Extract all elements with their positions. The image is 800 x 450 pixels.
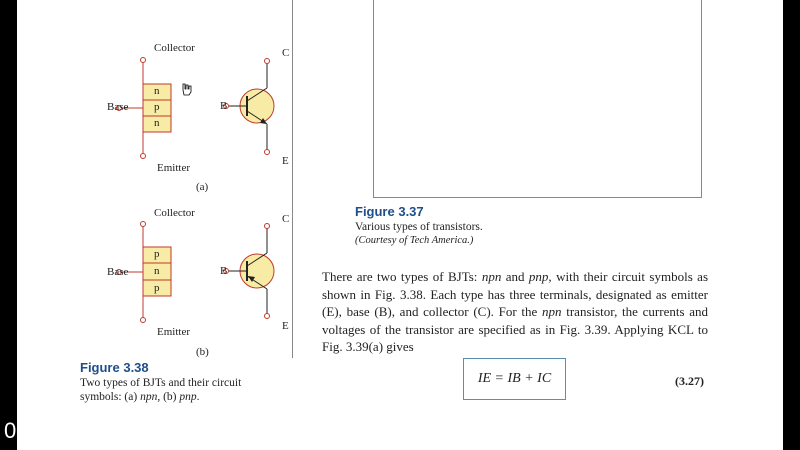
equation-box: IE = IB + IC — [463, 358, 566, 400]
layer-top-b: p — [154, 248, 160, 260]
hand-cursor-icon — [182, 83, 192, 96]
figure-3-38-title: Figure 3.38 — [80, 360, 149, 375]
collector-label-b: Collector — [154, 207, 195, 219]
layer-bot-a: n — [154, 117, 160, 129]
layer-mid-a: p — [154, 101, 160, 113]
emitter-label-a: Emitter — [157, 162, 190, 174]
layer-top-a: n — [154, 85, 160, 97]
layer-mid-b: n — [154, 265, 160, 277]
para-part: There are two types of BJTs: — [322, 269, 482, 284]
base-label-a: Base — [107, 101, 129, 113]
layer-bot-b: p — [154, 282, 160, 294]
caption-pnp: pnp — [179, 391, 197, 403]
subfigure-a-label: (a) — [196, 181, 209, 193]
subfigure-b-label: (b) — [196, 346, 209, 358]
figure-3-37-caption: Various types of transistors. — [355, 221, 483, 233]
para-part: transistor, the currents and voltages of… — [322, 304, 709, 355]
terminal-c-b: C — [282, 213, 290, 225]
edge-character: 0 — [4, 418, 17, 443]
terminal-b-b: B — [220, 265, 228, 277]
terminal-e-b: E — [282, 320, 289, 332]
para-part: and — [501, 269, 529, 284]
base-label-b: Base — [107, 266, 129, 278]
para-npn: npn — [542, 304, 562, 320]
npn-structure-diagram — [116, 57, 172, 159]
terminal-c-a: C — [282, 47, 290, 59]
body-paragraph: There are two types of BJTs: npn and pnp… — [322, 268, 708, 356]
para-part: , with their circuit symbols as shown in… — [322, 269, 709, 320]
emitter-label-b: Emitter — [157, 326, 190, 338]
figure-3-37-credit: (Courtesy of Tech America.) — [355, 235, 474, 246]
figure-3-38-caption: Two types of BJTs and their circuit symb… — [80, 376, 241, 404]
collector-label-a: Collector — [154, 42, 195, 54]
caption-line2a: symbols: (a) — [80, 391, 141, 403]
npn-symbol — [223, 58, 275, 155]
figure-3-37-title: Figure 3.37 — [355, 204, 424, 219]
caption-line2-end: . — [196, 391, 200, 403]
pnp-structure-diagram — [116, 221, 172, 323]
para-npn: npn — [481, 269, 502, 284]
terminal-b-a: B — [220, 100, 228, 112]
pnp-symbol — [223, 223, 275, 319]
figure-3-38-panel — [77, 0, 293, 358]
para-pnp: pnp — [528, 269, 549, 284]
caption-line2b: , (b) — [157, 391, 180, 403]
caption-line1: Two types of BJTs and their circuit — [80, 377, 242, 389]
textbook-page: Collector Base Emitter n p n C B E (a) C… — [17, 0, 783, 450]
equation-number: (3.27) — [675, 374, 704, 388]
caption-npn: npn — [140, 391, 158, 403]
terminal-e-a: E — [282, 155, 289, 167]
figure-3-37-photo-frame — [373, 0, 702, 198]
